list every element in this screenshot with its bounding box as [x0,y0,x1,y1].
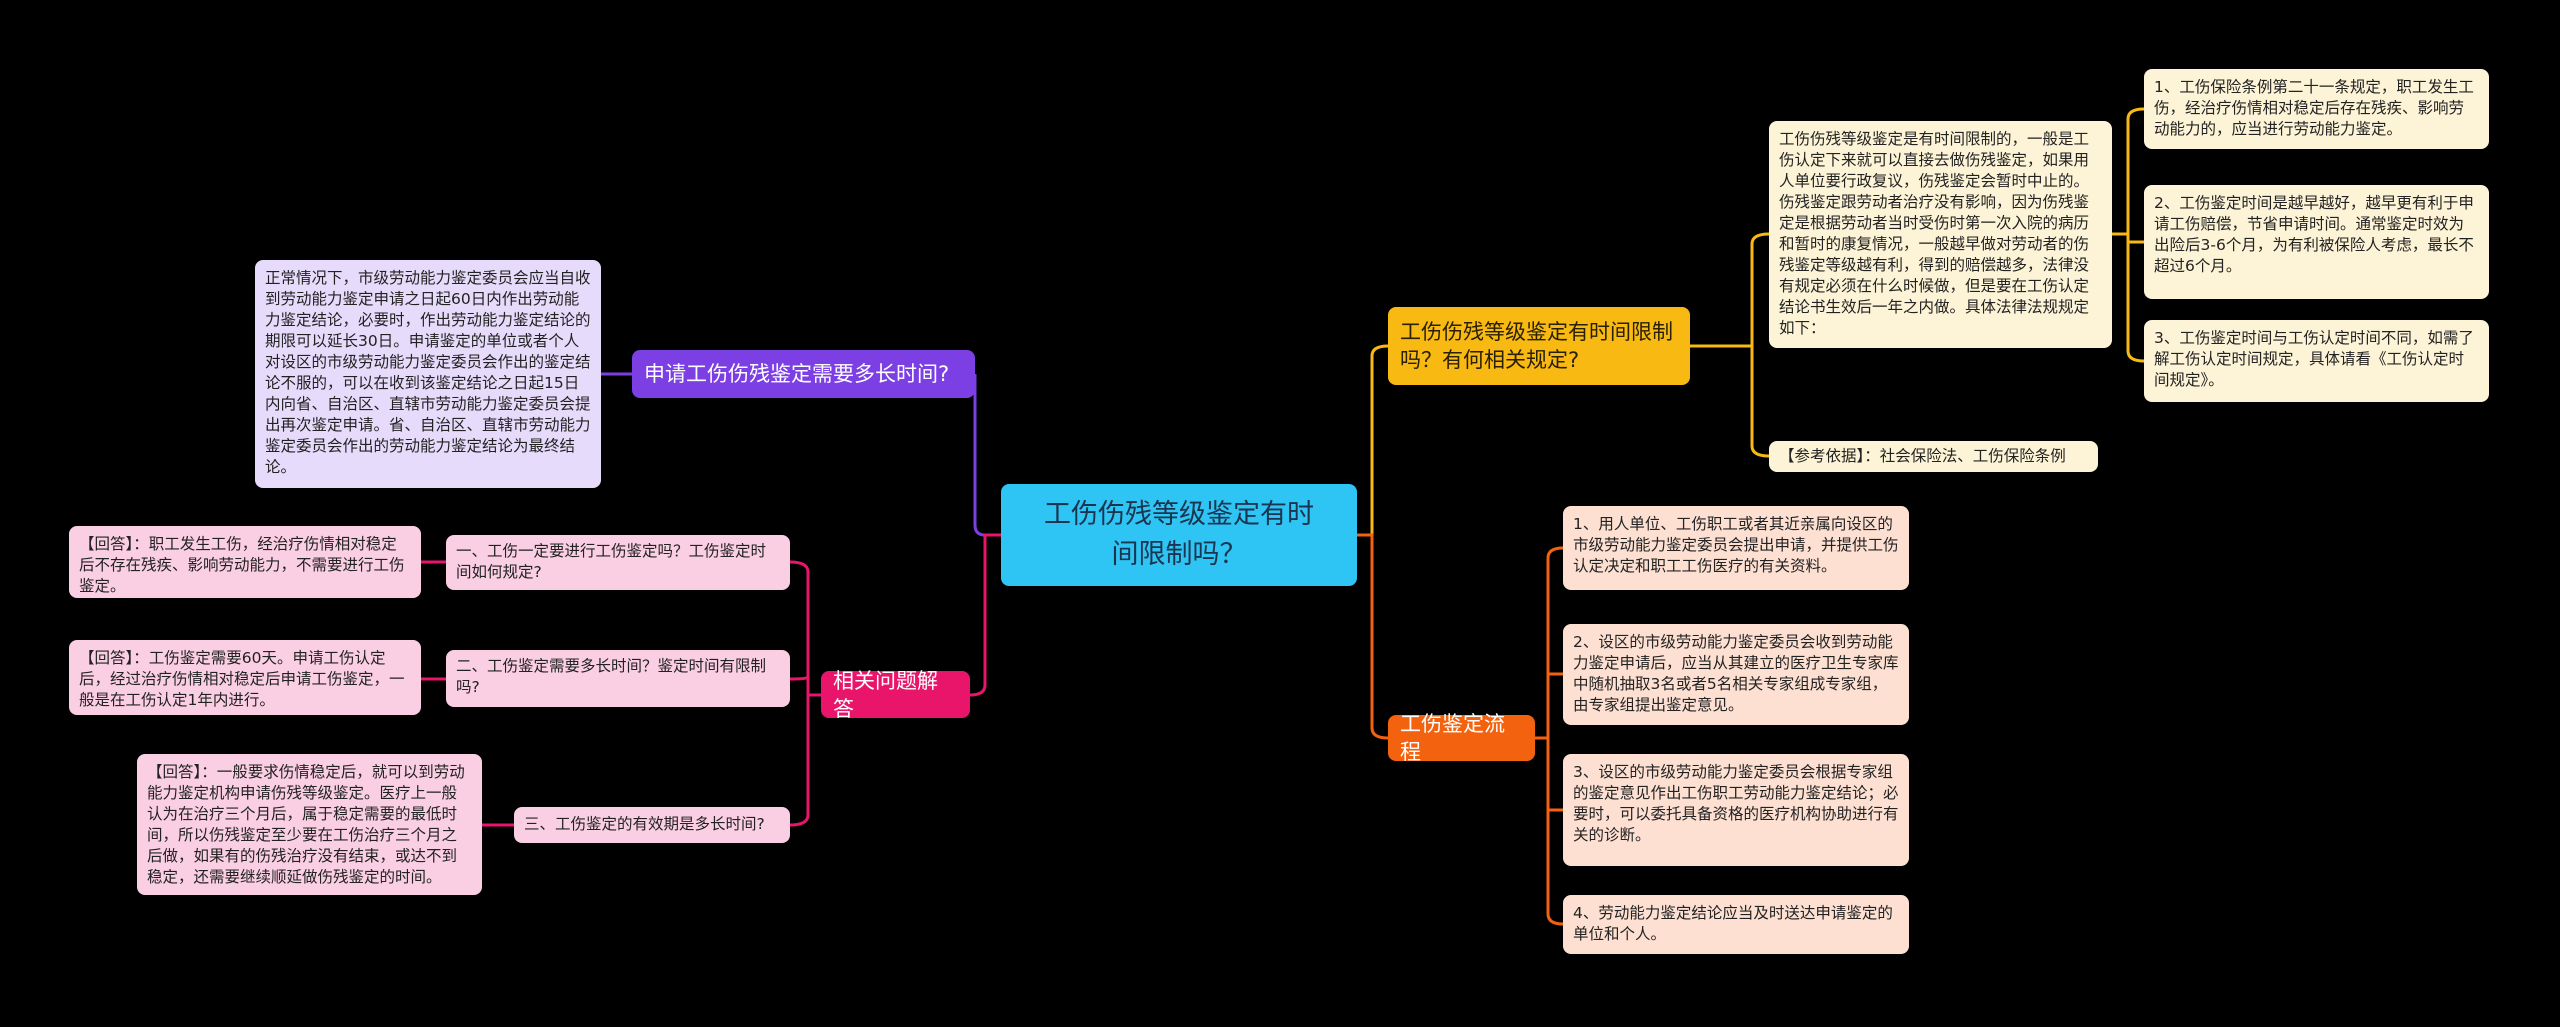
rule-text: 2、工伤鉴定时间是越早越好，越早更有利于申请工伤赔偿，节省申请时间。通常鉴定时效… [2154,194,2474,275]
rule-1[interactable]: 1、工伤保险条例第二十一条规定，职工发生工伤，经治疗伤情相对稳定后存在残疾、影响… [2144,69,2489,149]
question-text: 二、工伤鉴定需要多长时间？鉴定时间有限制吗? [456,657,767,696]
step-4[interactable]: 4、劳动能力鉴定结论应当及时送达申请鉴定的单位和个人。 [1563,895,1909,954]
node-label: 相关问题解答 [833,668,938,721]
node-label: 申请工伤伤残鉴定需要多长时间? [644,362,950,386]
question-3[interactable]: 三、工伤鉴定的有效期是多长时间? [514,807,790,843]
detail-text: 工伤伤残等级鉴定是有时间限制的，一般是工伤认定下来就可以直接去做伤残鉴定，如果用… [1779,130,2090,337]
step-text: 1、用人单位、工伤职工或者其近亲属向设区的市级劳动能力鉴定委员会提出申请，并提供… [1573,515,1899,575]
step-text: 4、劳动能力鉴定结论应当及时送达申请鉴定的单位和个人。 [1573,904,1893,943]
node-appraisal-process[interactable]: 工伤鉴定流程 [1388,712,1535,764]
root-node[interactable]: 工伤伤残等级鉴定有时间限制吗？ [1001,484,1357,586]
question-1[interactable]: 一、工伤一定要进行工伤鉴定吗？工伤鉴定时间如何规定? [446,535,790,590]
step-1[interactable]: 1、用人单位、工伤职工或者其近亲属向设区的市级劳动能力鉴定委员会提出申请，并提供… [1563,506,1909,590]
question-text: 三、工伤鉴定的有效期是多长时间? [524,815,765,833]
node-label: 工伤鉴定流程 [1400,712,1505,764]
reference-text: 【参考依据】：社会保险法、工伤保险条例 [1779,447,2066,465]
rule-text: 3、工伤鉴定时间与工伤认定时间不同，如需了解工伤认定时间规定，具体请看《工伤认定… [2154,329,2474,389]
answer-2[interactable]: 【回答】：工伤鉴定需要60天。申请工伤认定后，经过治疗伤情相对稳定后申请工伤鉴定… [69,640,421,715]
step-text: 2、设区的市级劳动能力鉴定委员会收到劳动能力鉴定申请后，应当从其建立的医疗卫生专… [1573,633,1899,714]
step-text: 3、设区的市级劳动能力鉴定委员会根据专家组的鉴定意见作出工伤职工劳动能力鉴定结论… [1573,763,1899,844]
detail-time-limit[interactable]: 工伤伤残等级鉴定是有时间限制的，一般是工伤认定下来就可以直接去做伤残鉴定，如果用… [1769,121,2112,348]
question-text: 一、工伤一定要进行工伤鉴定吗？工伤鉴定时间如何规定? [456,542,767,581]
node-time-limit[interactable]: 工伤伤残等级鉴定有时间限制吗？有何相关规定? [1388,307,1690,385]
question-2[interactable]: 二、工伤鉴定需要多长时间？鉴定时间有限制吗? [446,650,790,707]
rule-text: 1、工伤保险条例第二十一条规定，职工发生工伤，经治疗伤情相对稳定后存在残疾、影响… [2154,78,2474,138]
answer-1[interactable]: 【回答】：职工发生工伤，经治疗伤情相对稳定后不存在残疾、影响劳动能力，不需要进行… [69,526,421,598]
detail-text: 正常情况下，市级劳动能力鉴定委员会应当自收到劳动能力鉴定申请之日起60日内作出劳… [265,269,591,476]
answer-text: 【回答】：职工发生工伤，经治疗伤情相对稳定后不存在残疾、影响劳动能力，不需要进行… [79,535,405,595]
node-related-qa[interactable]: 相关问题解答 [821,669,970,721]
rule-2[interactable]: 2、工伤鉴定时间是越早越好，越早更有利于申请工伤赔偿，节省申请时间。通常鉴定时效… [2144,185,2489,299]
node-apply-duration[interactable]: 申请工伤伤残鉴定需要多长时间? [632,350,975,398]
root-title: 工伤伤残等级鉴定有时间限制吗？ [1044,499,1314,570]
answer-3[interactable]: 【回答】：一般要求伤情稳定后，就可以到劳动能力鉴定机构申请伤残等级鉴定。医疗上一… [137,754,482,895]
answer-text: 【回答】：工伤鉴定需要60天。申请工伤认定后，经过治疗伤情相对稳定后申请工伤鉴定… [79,649,405,709]
reference-basis[interactable]: 【参考依据】：社会保险法、工伤保险条例 [1769,441,2098,472]
node-label: 工伤伤残等级鉴定有时间限制吗？有何相关规定? [1400,320,1673,372]
step-3[interactable]: 3、设区的市级劳动能力鉴定委员会根据专家组的鉴定意见作出工伤职工劳动能力鉴定结论… [1563,754,1909,866]
answer-text: 【回答】：一般要求伤情稳定后，就可以到劳动能力鉴定机构申请伤残等级鉴定。医疗上一… [147,763,465,886]
detail-apply-duration[interactable]: 正常情况下，市级劳动能力鉴定委员会应当自收到劳动能力鉴定申请之日起60日内作出劳… [255,260,601,488]
step-2[interactable]: 2、设区的市级劳动能力鉴定委员会收到劳动能力鉴定申请后，应当从其建立的医疗卫生专… [1563,624,1909,725]
rule-3[interactable]: 3、工伤鉴定时间与工伤认定时间不同，如需了解工伤认定时间规定，具体请看《工伤认定… [2144,320,2489,402]
